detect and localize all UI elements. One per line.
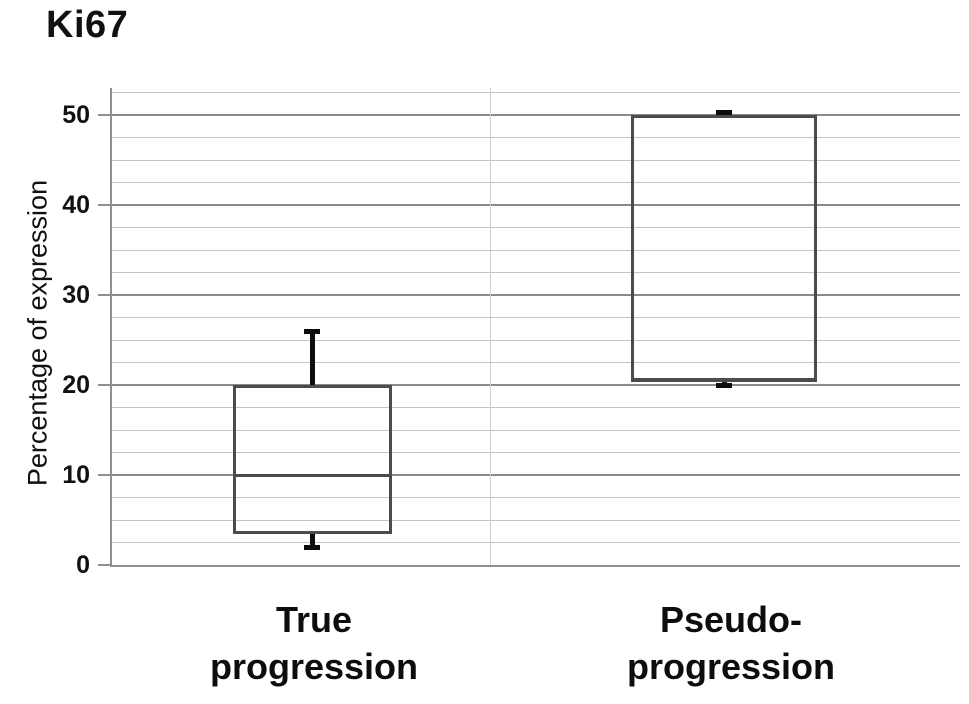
whisker-high-cap: [716, 109, 732, 115]
minor-gridline: [112, 362, 960, 363]
major-gridline: [112, 204, 960, 206]
median-line: [631, 378, 817, 382]
major-gridline: [112, 294, 960, 296]
whisker-high-stem: [309, 331, 315, 385]
chart-title: Ki67: [46, 4, 129, 46]
minor-gridline: [112, 542, 960, 543]
plot-area: 0 10 20 30 40 50: [62, 88, 960, 579]
minor-gridline: [112, 452, 960, 453]
minor-gridline: [112, 497, 960, 498]
y-tick-mark: [98, 294, 110, 296]
y-tick-mark: [98, 474, 110, 476]
whisker-low-cap: [716, 383, 732, 389]
minor-gridline: [112, 159, 960, 161]
major-gridline: [112, 114, 960, 116]
whisker-high-cap: [304, 328, 320, 334]
x-category-label-line: Pseudo-: [659, 599, 802, 640]
panel-separator-line: [490, 88, 491, 565]
y-tick-label: 10: [62, 461, 90, 489]
major-gridline: [112, 474, 960, 476]
y-axis-title: Percentage of expression: [22, 179, 53, 487]
x-category-label-line: True: [275, 599, 353, 640]
minor-gridline: [112, 519, 960, 521]
minor-gridline: [112, 272, 960, 273]
minor-gridline: [112, 339, 960, 341]
y-tick-label: 0: [76, 551, 90, 579]
x-category-label-line: progression: [626, 646, 836, 687]
y-tick-mark: [98, 384, 110, 386]
y-tick-label: 20: [62, 371, 90, 399]
minor-gridline: [112, 429, 960, 431]
x-category-label-line: progression: [209, 646, 419, 687]
box: [232, 385, 392, 534]
y-tick-mark: [98, 204, 110, 206]
minor-gridline: [112, 227, 960, 228]
y-tick-mark: [98, 114, 110, 116]
major-gridline: [112, 384, 960, 386]
y-tick-label: 40: [62, 191, 90, 219]
minor-gridline: [112, 182, 960, 183]
minor-gridline: [112, 249, 960, 251]
box: [631, 115, 817, 383]
minor-gridline: [112, 317, 960, 318]
whisker-low-stem: [309, 533, 315, 547]
x-category-label: Pseudo-progression: [521, 596, 941, 690]
median-line: [232, 473, 392, 477]
y-tick-mark: [98, 564, 110, 566]
y-tick-label: 50: [62, 101, 90, 129]
minor-gridline: [112, 92, 960, 93]
whisker-low-cap: [304, 544, 320, 550]
x-category-label: True progression: [104, 596, 524, 690]
minor-gridline: [112, 137, 960, 138]
minor-gridline: [112, 407, 960, 408]
y-tick-label: 30: [62, 281, 90, 309]
